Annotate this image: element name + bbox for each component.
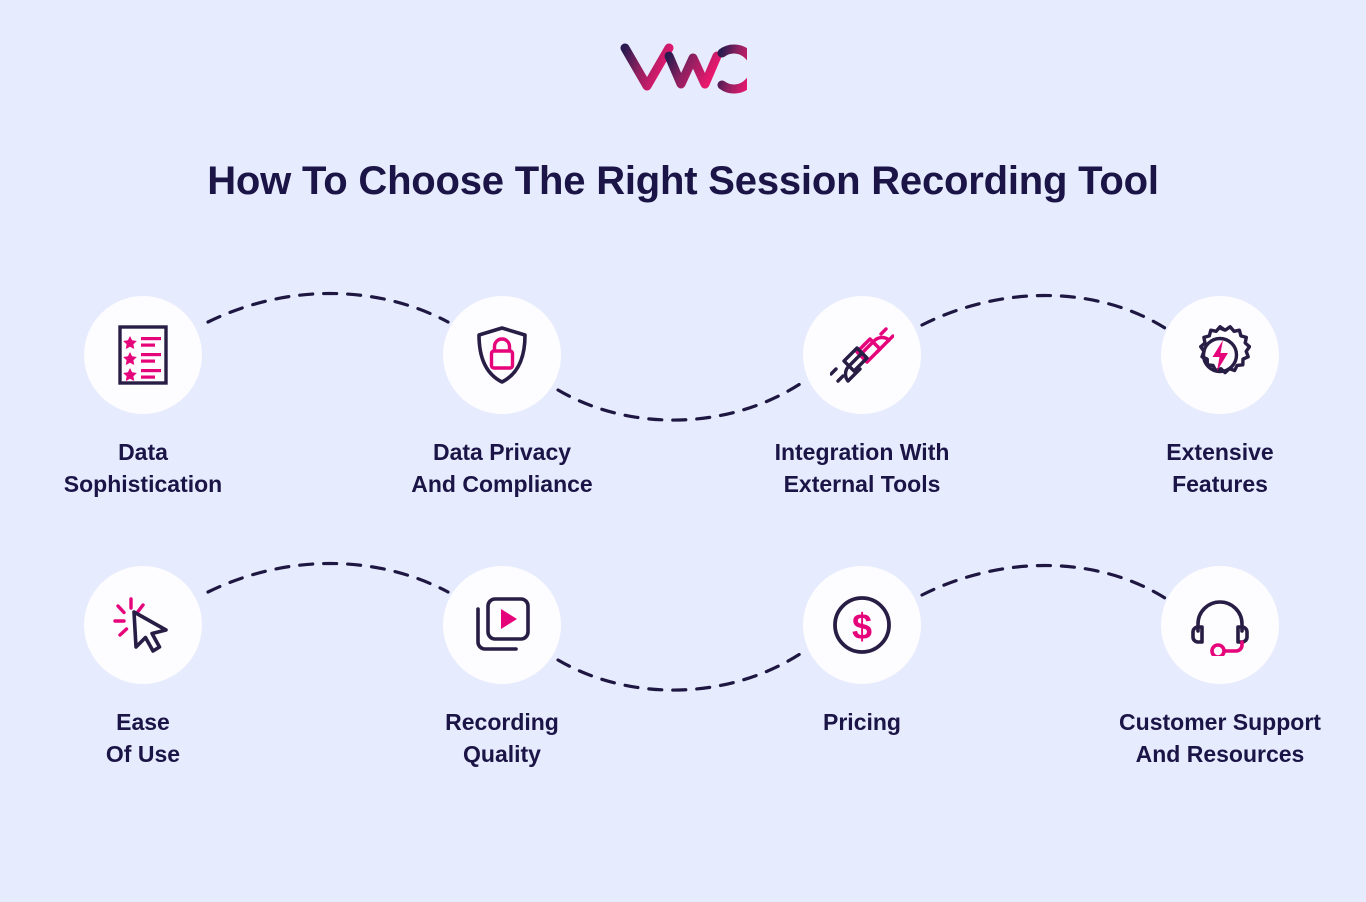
step-label: Data Sophistication — [63, 439, 223, 497]
step-label: Data Privacy And Compliance — [411, 439, 593, 497]
gear-lightning-icon — [1189, 324, 1251, 386]
step-node-integration-with-external-tools[interactable]: Integration With External Tools — [742, 296, 982, 500]
step-label: Extensive Features — [1166, 439, 1274, 497]
shield-lock-icon — [473, 324, 531, 386]
step-node-customer-support-and-resources[interactable]: Customer Support And Resources — [1100, 566, 1340, 770]
headset-support-icon — [1188, 594, 1252, 656]
step-label: Ease Of Use — [105, 709, 181, 767]
dollar-circle-icon: $ — [831, 594, 893, 656]
step-node-extensive-features[interactable]: Extensive Features — [1100, 296, 1340, 500]
step-icon-circle — [84, 566, 202, 684]
step-node-recording-quality[interactable]: Recording Quality — [382, 566, 622, 770]
step-icon-circle — [443, 566, 561, 684]
step-label: Recording Quality — [445, 709, 559, 767]
step-icon-circle — [1161, 296, 1279, 414]
step-node-data-sophistication[interactable]: Data Sophistication — [23, 296, 263, 500]
step-node-data-privacy-and-compliance[interactable]: Data Privacy And Compliance — [382, 296, 622, 500]
checklist-document-icon — [114, 324, 172, 386]
svg-text:$: $ — [852, 606, 872, 647]
video-play-stack-icon — [472, 595, 532, 655]
step-icon-circle: $ — [803, 566, 921, 684]
step-node-pricing[interactable]: $ Pricing — [742, 566, 982, 739]
vwo-logo — [0, 38, 1366, 94]
step-icon-circle — [1161, 566, 1279, 684]
step-label: Customer Support And Resources — [1119, 709, 1321, 767]
cursor-click-icon — [112, 594, 174, 656]
step-node-ease-of-use[interactable]: Ease Of Use — [23, 566, 263, 770]
step-label: Integration With External Tools — [774, 439, 950, 497]
step-icon-circle — [84, 296, 202, 414]
step-label: Pricing — [823, 709, 901, 735]
page-title: How To Choose The Right Session Recordin… — [207, 159, 1159, 203]
plug-connector-icon — [830, 325, 894, 385]
step-icon-circle — [803, 296, 921, 414]
step-icon-circle — [443, 296, 561, 414]
